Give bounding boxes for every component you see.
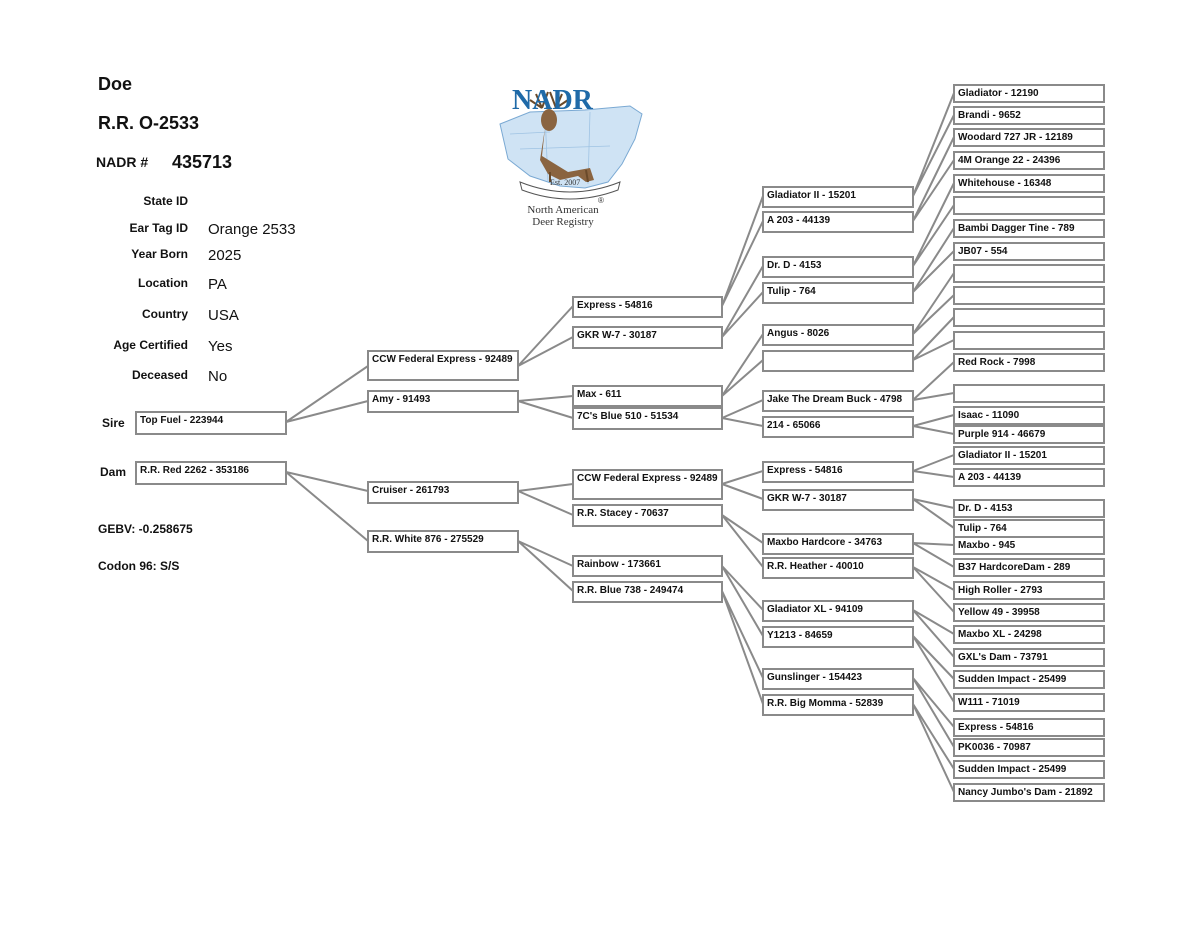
pedigree-g5-15: Isaac - 11090 bbox=[953, 406, 1105, 425]
pedigree-g4-3: Dr. D - 4153 bbox=[762, 256, 914, 278]
pedigree-g5-23: High Roller - 2793 bbox=[953, 581, 1105, 600]
year-born-value: 2025 bbox=[208, 247, 242, 264]
country-label: Country bbox=[142, 307, 188, 321]
pedigree-g4-2: A 203 - 44139 bbox=[762, 211, 914, 233]
year-born-label: Year Born bbox=[131, 247, 188, 261]
location-value: PA bbox=[208, 276, 227, 293]
logo-text: NADR bbox=[512, 85, 593, 116]
pedigree-g5-31: Sudden Impact - 25499 bbox=[953, 760, 1105, 779]
deceased-value: No bbox=[208, 368, 228, 385]
pedigree-g5-4: 4M Orange 22 - 24396 bbox=[953, 151, 1105, 170]
dam-label: Dam bbox=[100, 465, 127, 479]
pedigree-g4-13: Gladiator XL - 94109 bbox=[762, 600, 914, 622]
pedigree-g5-32: Nancy Jumbo's Dam - 21892 bbox=[953, 783, 1105, 802]
pedigree-g4-16: R.R. Big Momma - 52839 bbox=[762, 694, 914, 716]
pedigree-g3-7: Rainbow - 173661 bbox=[572, 555, 723, 577]
pedigree-g5-13: Red Rock - 7998 bbox=[953, 353, 1105, 372]
pedigree-g5-17: Gladiator II - 15201 bbox=[953, 446, 1105, 465]
age-certified-value: Yes bbox=[208, 338, 233, 355]
pedigree-g5-10 bbox=[953, 286, 1105, 305]
logo-line2: Deer Registry bbox=[532, 216, 594, 228]
gebv-text: GEBV: -0.258675 bbox=[98, 522, 193, 536]
pedigree-g4-4: Tulip - 764 bbox=[762, 282, 914, 304]
pedigree-g3-1: Express - 54816 bbox=[572, 296, 723, 318]
pedigree-g3-5: CCW Federal Express - 92489 bbox=[572, 469, 723, 500]
pedigree-g2-4: R.R. White 876 - 275529 bbox=[367, 530, 519, 553]
pedigree-g4-6 bbox=[762, 350, 914, 372]
pedigree-g5-24: Yellow 49 - 39958 bbox=[953, 603, 1105, 622]
pedigree-g5-1: Gladiator - 12190 bbox=[953, 84, 1105, 103]
pedigree-g5-25: Maxbo XL - 24298 bbox=[953, 625, 1105, 644]
pedigree-g3-8: R.R. Blue 738 - 249474 bbox=[572, 581, 723, 603]
logo-reg: ® bbox=[598, 196, 604, 205]
pedigree-g4-9: Express - 54816 bbox=[762, 461, 914, 483]
pedigree-g5-28: W111 - 71019 bbox=[953, 693, 1105, 712]
pedigree-g5-8: JB07 - 554 bbox=[953, 242, 1105, 261]
pedigree-g5-22: B37 HardcoreDam - 289 bbox=[953, 558, 1105, 577]
location-label: Location bbox=[138, 276, 188, 290]
pedigree-g4-14: Y1213 - 84659 bbox=[762, 626, 914, 648]
pedigree-g4-8: 214 - 65066 bbox=[762, 416, 914, 438]
pedigree-g3-4: 7C's Blue 510 - 51534 bbox=[572, 407, 723, 430]
pedigree-g5-30: PK0036 - 70987 bbox=[953, 738, 1105, 757]
pedigree-g5-11 bbox=[953, 308, 1105, 327]
pedigree-g4-10: GKR W-7 - 30187 bbox=[762, 489, 914, 511]
pedigree-g4-15: Gunslinger - 154423 bbox=[762, 668, 914, 690]
logo-graphic bbox=[499, 91, 643, 200]
pedigree-g5-26: GXL's Dam - 73791 bbox=[953, 648, 1105, 667]
animal-name: R.R. O-2533 bbox=[98, 113, 200, 133]
codon-text: Codon 96: S/S bbox=[98, 559, 180, 573]
pedigree-g5-14 bbox=[953, 384, 1105, 403]
pedigree-g5-7: Bambi Dagger Tine - 789 bbox=[953, 219, 1105, 238]
pedigree-g5-9 bbox=[953, 264, 1105, 283]
logo-est: Est. 2007 bbox=[550, 178, 581, 187]
state-id-label: State ID bbox=[143, 194, 188, 208]
pedigree-g5-18: A 203 - 44139 bbox=[953, 468, 1105, 487]
pedigree-g4-5: Angus - 8026 bbox=[762, 324, 914, 346]
logo-line1: North American bbox=[527, 204, 599, 216]
nadr-number: 435713 bbox=[172, 152, 233, 172]
nadr-label: NADR # bbox=[96, 154, 149, 170]
pedigree-g2-1: CCW Federal Express - 92489 bbox=[367, 350, 519, 381]
pedigree-g5-3: Woodard 727 JR - 12189 bbox=[953, 128, 1105, 147]
sire-label: Sire bbox=[102, 416, 125, 430]
ear-tag-label: Ear Tag ID bbox=[129, 221, 188, 235]
pedigree-g4-1: Gladiator II - 15201 bbox=[762, 186, 914, 208]
pedigree-g4-11: Maxbo Hardcore - 34763 bbox=[762, 533, 914, 555]
pedigree-g2-3: Cruiser - 261793 bbox=[367, 481, 519, 504]
pedigree-g2-2: Amy - 91493 bbox=[367, 390, 519, 413]
pedigree-g5-16: Purple 914 - 46679 bbox=[953, 425, 1105, 444]
deceased-label: Deceased bbox=[131, 368, 188, 382]
pedigree-g3-2: GKR W-7 - 30187 bbox=[572, 326, 723, 349]
pedigree-g5-12 bbox=[953, 331, 1105, 350]
ear-tag-value: Orange 2533 bbox=[208, 221, 296, 238]
pedigree-g5-29: Express - 54816 bbox=[953, 718, 1105, 737]
pedigree-g5-19: Dr. D - 4153 bbox=[953, 499, 1105, 518]
age-certified-label: Age Certified bbox=[113, 338, 188, 352]
pedigree-g5-27: Sudden Impact - 25499 bbox=[953, 670, 1105, 689]
pedigree-g3-6: R.R. Stacey - 70637 bbox=[572, 504, 723, 527]
pedigree-g4-7: Jake The Dream Buck - 4798 bbox=[762, 390, 914, 412]
pedigree-dam: R.R. Red 2262 - 353186 bbox=[135, 461, 287, 485]
pedigree-g5-2: Brandi - 9652 bbox=[953, 106, 1105, 125]
country-value: USA bbox=[208, 307, 239, 324]
pedigree-g5-21: Maxbo - 945 bbox=[953, 536, 1105, 555]
nadr-logo: NADR Est. 2007 ® North American Deer Reg… bbox=[490, 84, 650, 234]
pedigree-g5-5: Whitehouse - 16348 bbox=[953, 174, 1105, 193]
pedigree-g4-12: R.R. Heather - 40010 bbox=[762, 557, 914, 579]
pedigree-sire: Top Fuel - 223944 bbox=[135, 411, 287, 435]
pedigree-g5-6 bbox=[953, 196, 1105, 215]
sex-label: Doe bbox=[98, 74, 133, 94]
pedigree-g3-3: Max - 611 bbox=[572, 385, 723, 407]
